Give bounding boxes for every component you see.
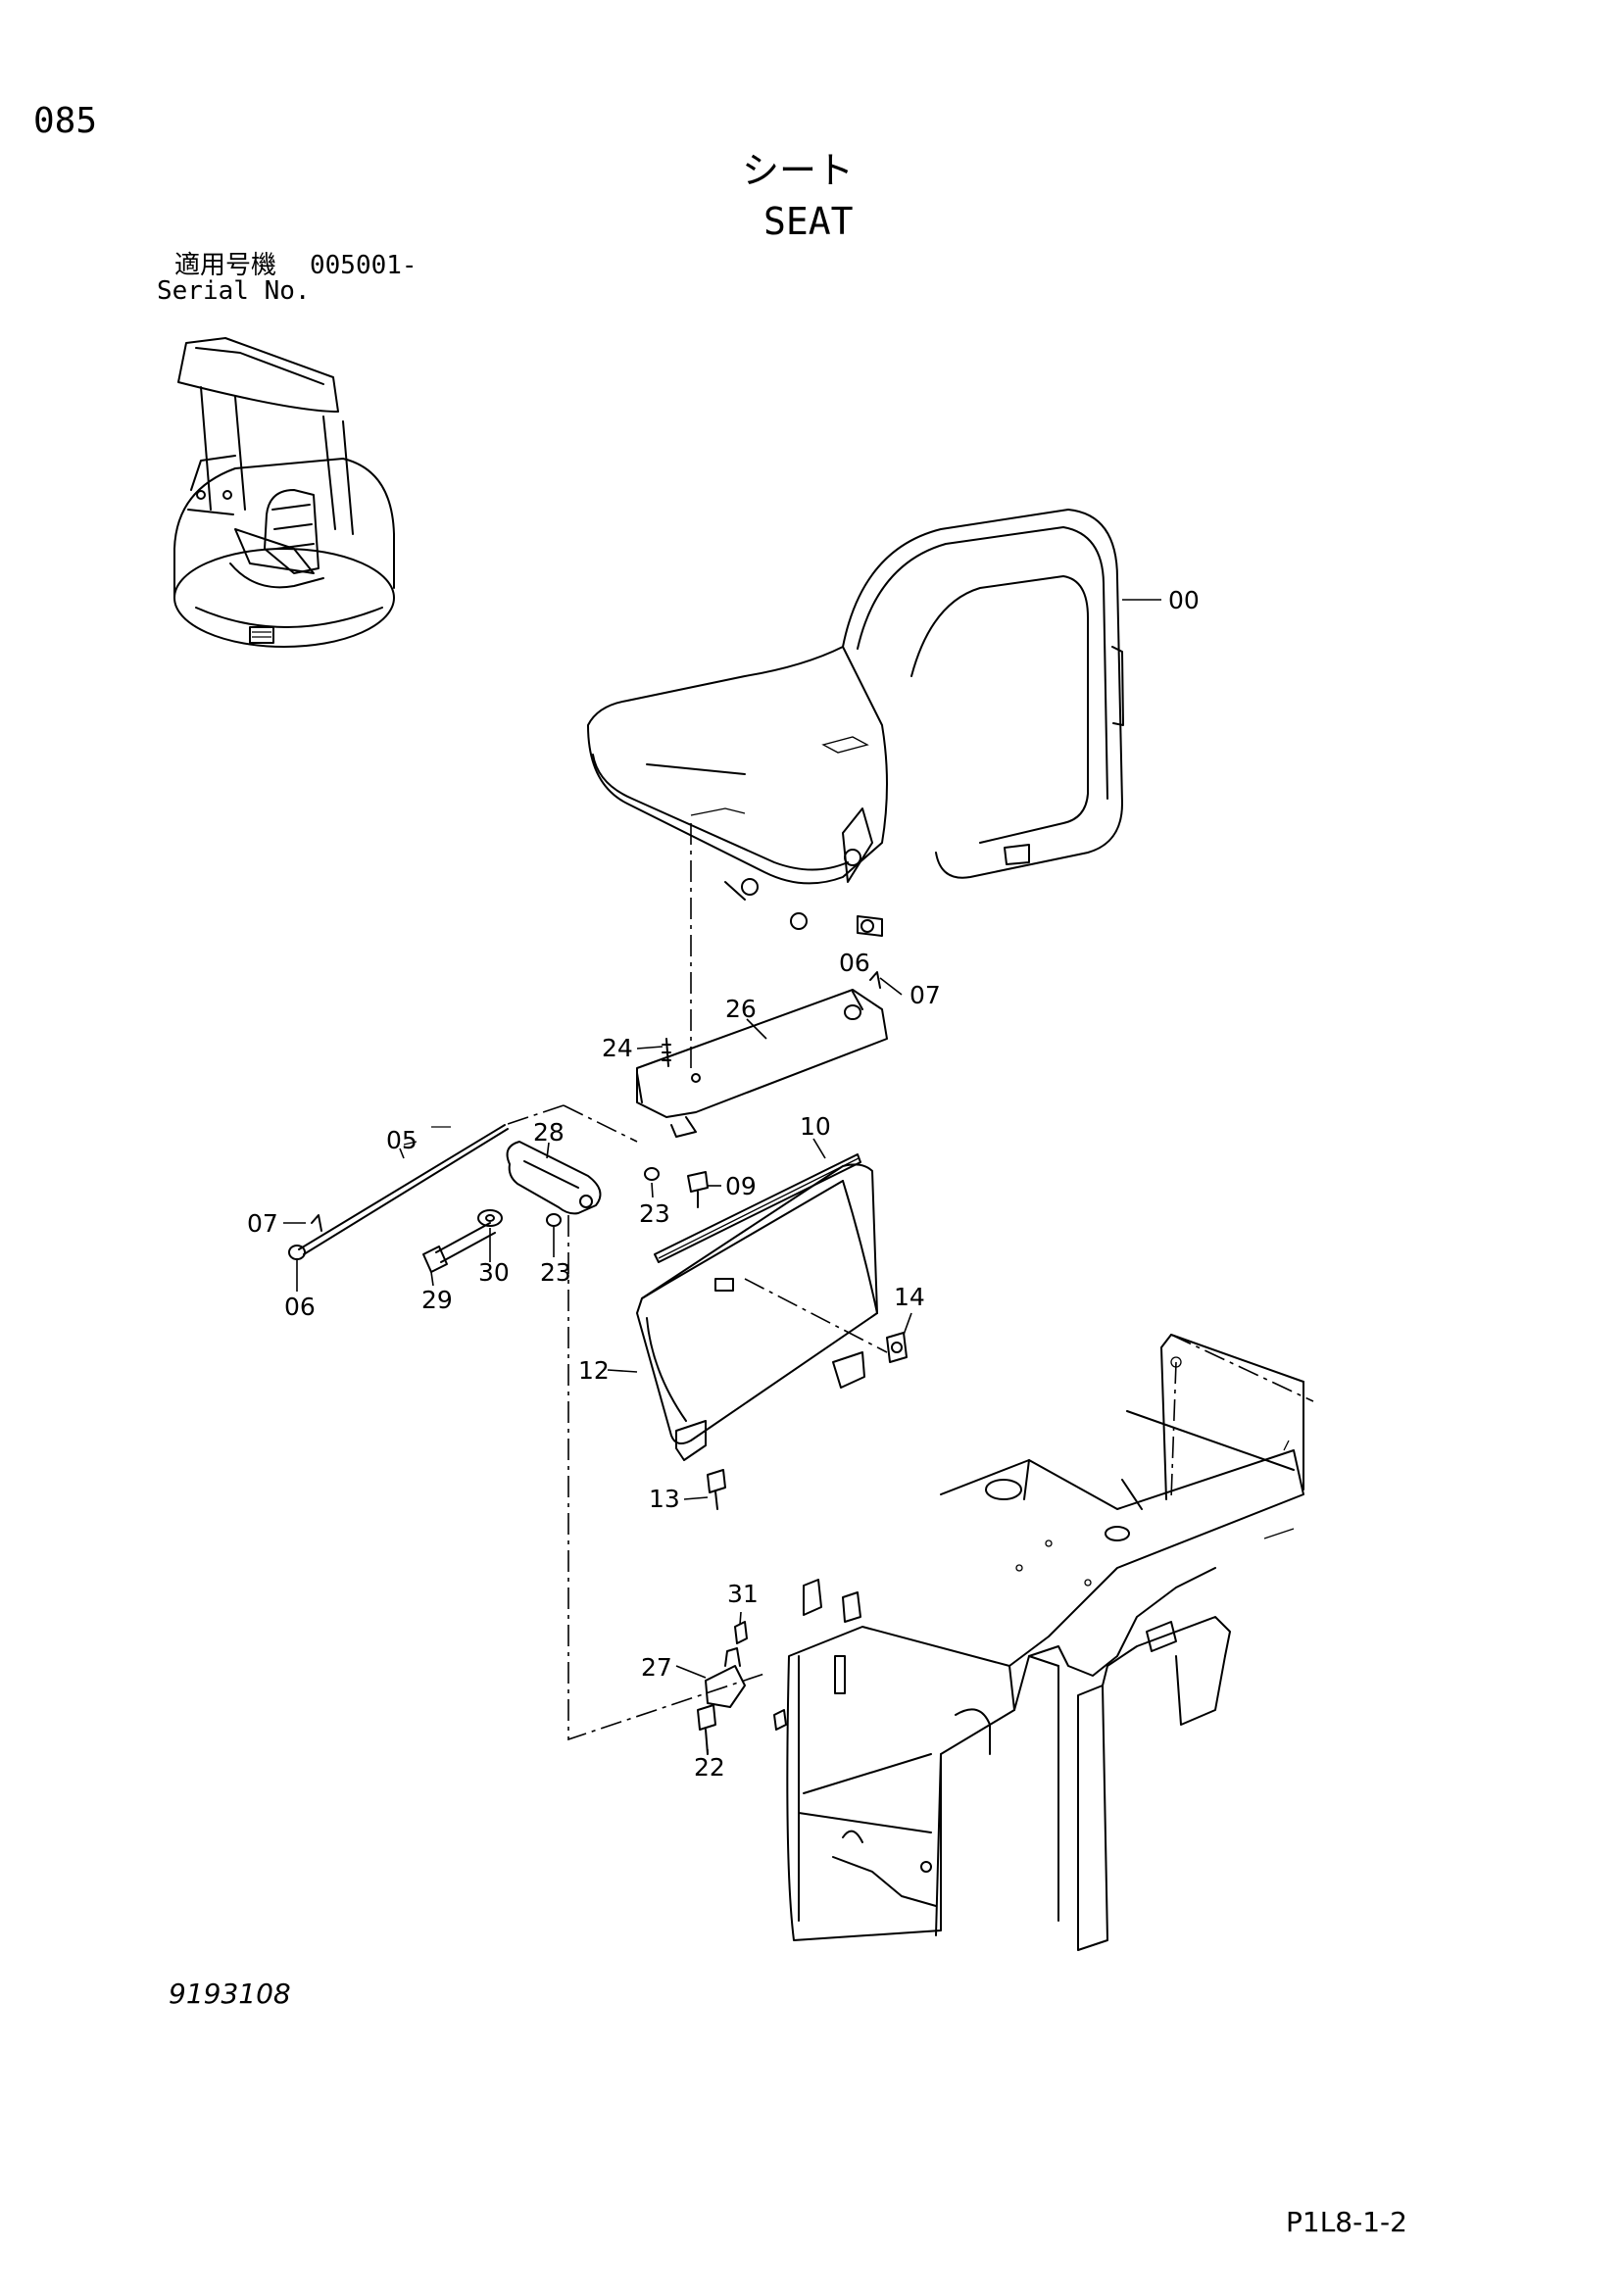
serial-label-japanese: 適用号機 [174,251,277,280]
alignment-lines [504,823,1314,1741]
sheet-reference: P1L8-1-2 [1286,2206,1407,2238]
drawing-number: 9193108 [169,1978,291,2010]
part-callouts: 00 06 07 26 24 05 28 10 09 07 23 30 23 2… [247,586,1200,1782]
serial-number-value: 005001- [310,251,418,280]
washers-and-pins [288,971,881,1510]
callout-26: 26 [725,995,757,1023]
page-number: 085 [33,101,98,141]
callout-14: 14 [894,1283,925,1311]
slide-rail [654,1153,861,1263]
small-bracket [697,1621,748,1755]
callout-30: 30 [478,1258,510,1287]
callout-12: 12 [578,1356,610,1385]
callout-29: 29 [421,1286,453,1314]
leader-lines [283,599,1161,1754]
bolt-and-washer [422,1209,503,1273]
callout-06: 06 [284,1293,316,1321]
callout-24: 24 [602,1034,633,1062]
title-japanese: シート [742,149,855,192]
adjust-lever [506,1141,602,1215]
callout-06: 06 [839,949,870,977]
serial-label-english: Serial No. [157,276,311,306]
callout-23: 23 [639,1199,670,1228]
main-frame [773,1334,1304,1951]
callout-00: 00 [1168,586,1200,614]
callout-27: 27 [641,1653,672,1682]
callout-13: 13 [649,1485,680,1513]
callout-23: 23 [540,1258,571,1287]
callout-28: 28 [533,1118,565,1147]
callout-31: 31 [727,1580,759,1608]
machine-locator-thumbnail [173,337,395,648]
callout-09: 09 [725,1172,757,1200]
upper-plate [636,989,888,1138]
lower-bracket [636,1163,908,1461]
seat-assembly [587,509,1124,937]
callout-07: 07 [909,981,941,1009]
callout-22: 22 [694,1753,725,1782]
callout-07: 07 [247,1209,278,1238]
callout-10: 10 [800,1112,831,1141]
adjust-rod [298,1124,509,1255]
title-english: SEAT [763,200,854,243]
callout-05: 05 [386,1126,418,1154]
